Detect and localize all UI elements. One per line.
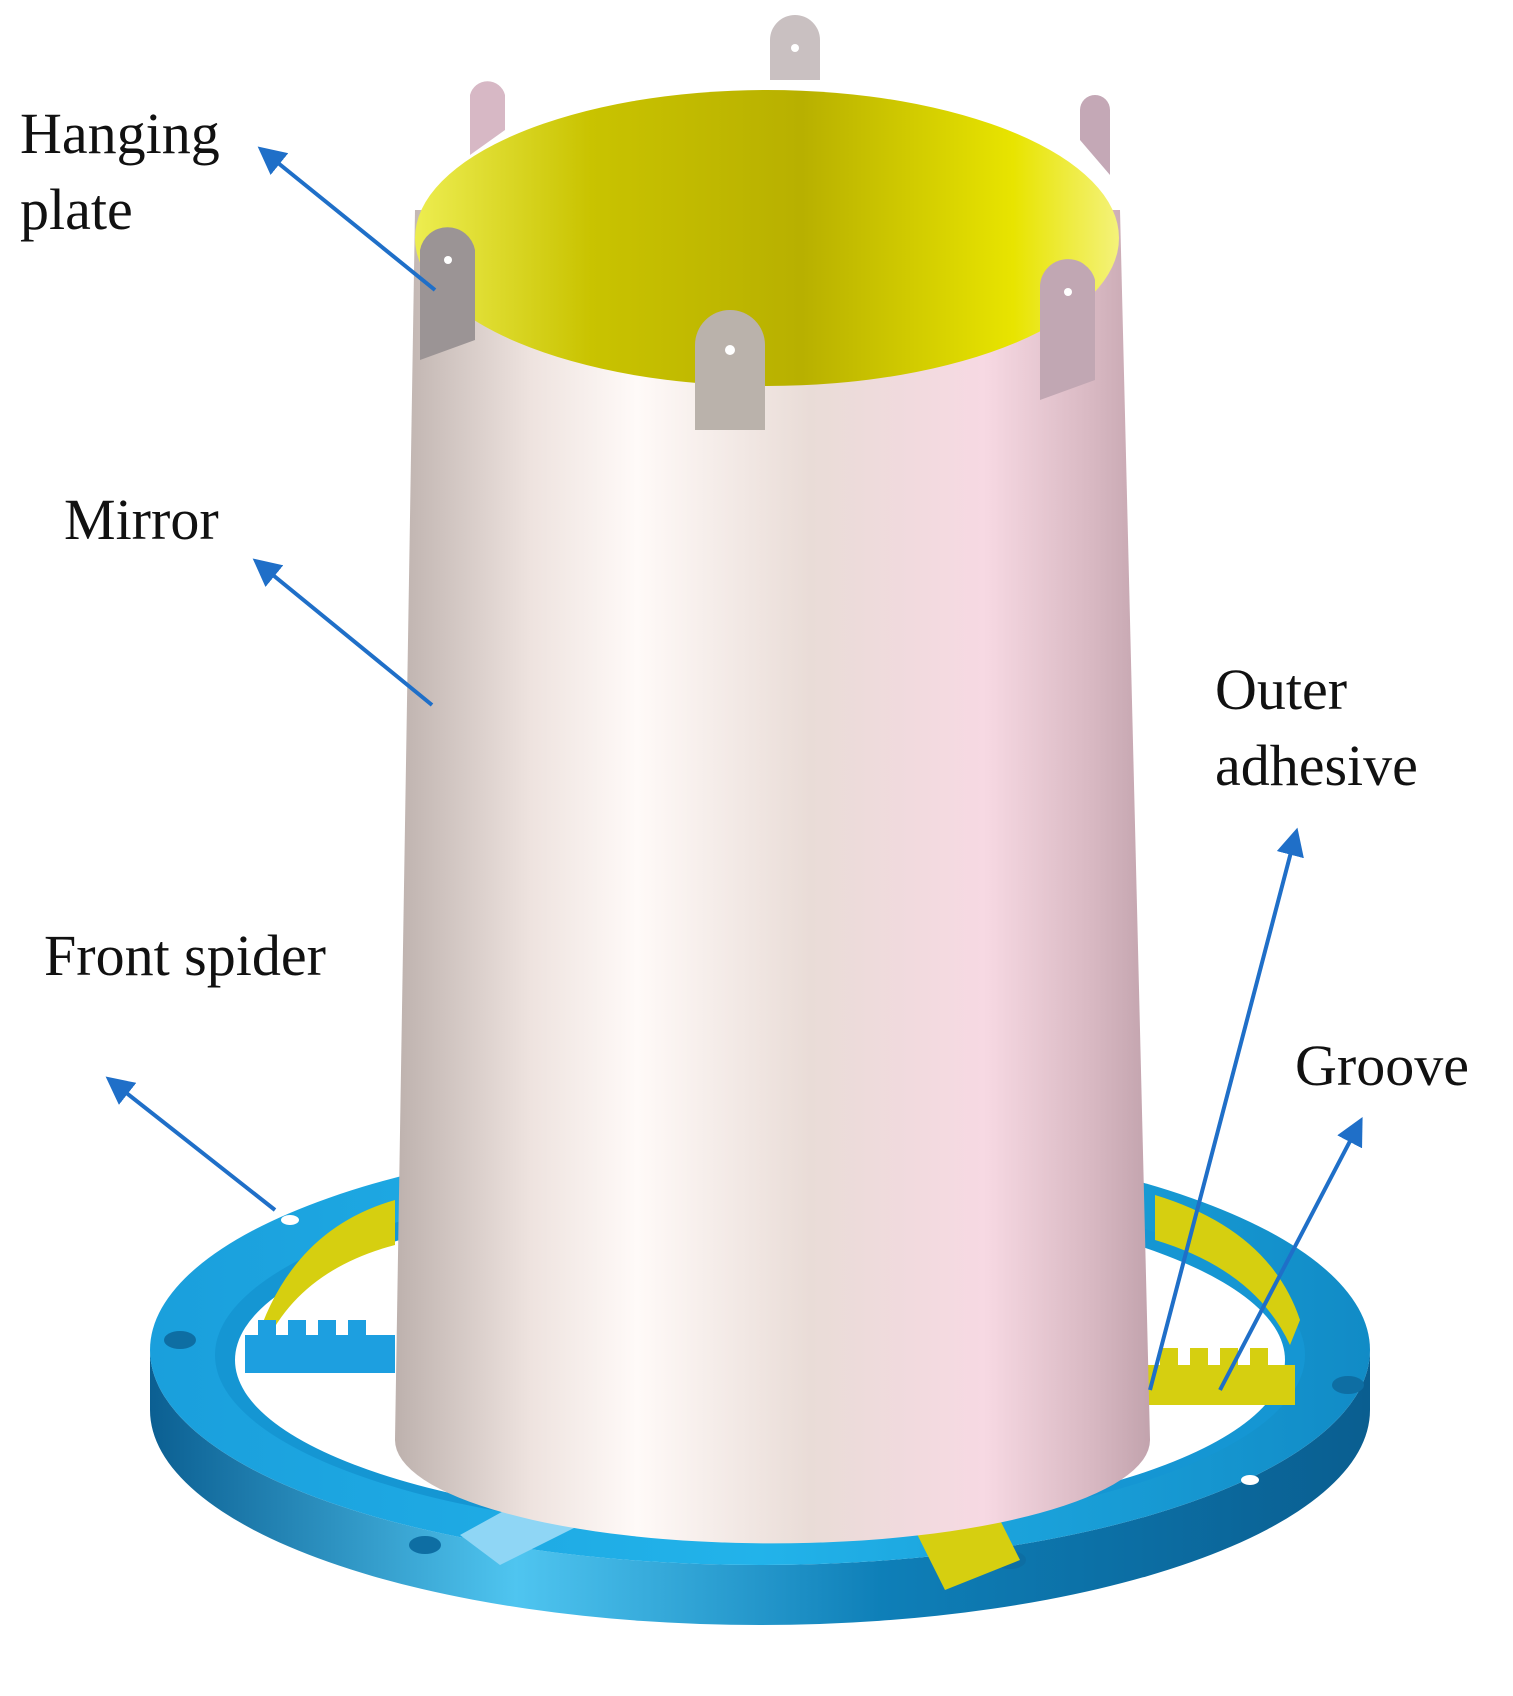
inner-adhesive-band xyxy=(255,1200,395,1345)
label-front-spider: Front spider xyxy=(44,923,326,988)
arrow-groove xyxy=(1218,1117,1363,1391)
label-hanging-plate-line2: plate xyxy=(20,177,133,242)
hanging-plate-tab xyxy=(420,227,475,360)
mirror-inner-surface xyxy=(415,90,1119,386)
mirror-outer-surface xyxy=(395,210,1150,1544)
hanging-plate-tab xyxy=(1080,95,1110,175)
arrow-mirror xyxy=(252,558,434,707)
groove-tooth xyxy=(1250,1348,1268,1373)
bolt-hole xyxy=(164,1331,196,1349)
hanging-plate-tab xyxy=(1040,259,1095,400)
callout-arrows xyxy=(105,146,1363,1391)
bolt-hole xyxy=(1241,1475,1259,1485)
label-outer-adhesive-line1: Outer xyxy=(1215,657,1348,722)
label-groove: Groove xyxy=(1295,1033,1469,1098)
arrow-hanging-plate xyxy=(257,146,437,292)
tab-hole xyxy=(444,256,452,264)
label-hanging-plate-line1: Hanging xyxy=(20,101,220,166)
arrow-front-spider xyxy=(105,1076,277,1212)
hanging-plates xyxy=(420,15,1110,430)
groove-tooth xyxy=(1160,1348,1178,1373)
groove-tooth xyxy=(348,1320,366,1345)
ring-side-face xyxy=(150,1350,1370,1625)
bolt-hole xyxy=(409,1536,441,1554)
hanging-plate-tab xyxy=(695,310,765,430)
arrow-outer-adhesive xyxy=(1148,827,1304,1391)
tab-hole xyxy=(1064,288,1072,296)
tab-hole xyxy=(725,345,735,355)
hanging-plate-tab xyxy=(470,81,505,155)
label-outer-adhesive-line2: adhesive xyxy=(1215,733,1418,798)
tab-hole xyxy=(791,44,799,52)
label-mirror: Mirror xyxy=(64,487,219,552)
bolt-hole xyxy=(1332,1376,1364,1394)
groove-tooth xyxy=(258,1320,276,1345)
bolt-hole xyxy=(281,1215,299,1225)
mirror-cone xyxy=(395,90,1150,1544)
groove-tooth xyxy=(288,1320,306,1345)
groove-tooth xyxy=(1190,1348,1208,1373)
groove-tooth xyxy=(318,1320,336,1345)
